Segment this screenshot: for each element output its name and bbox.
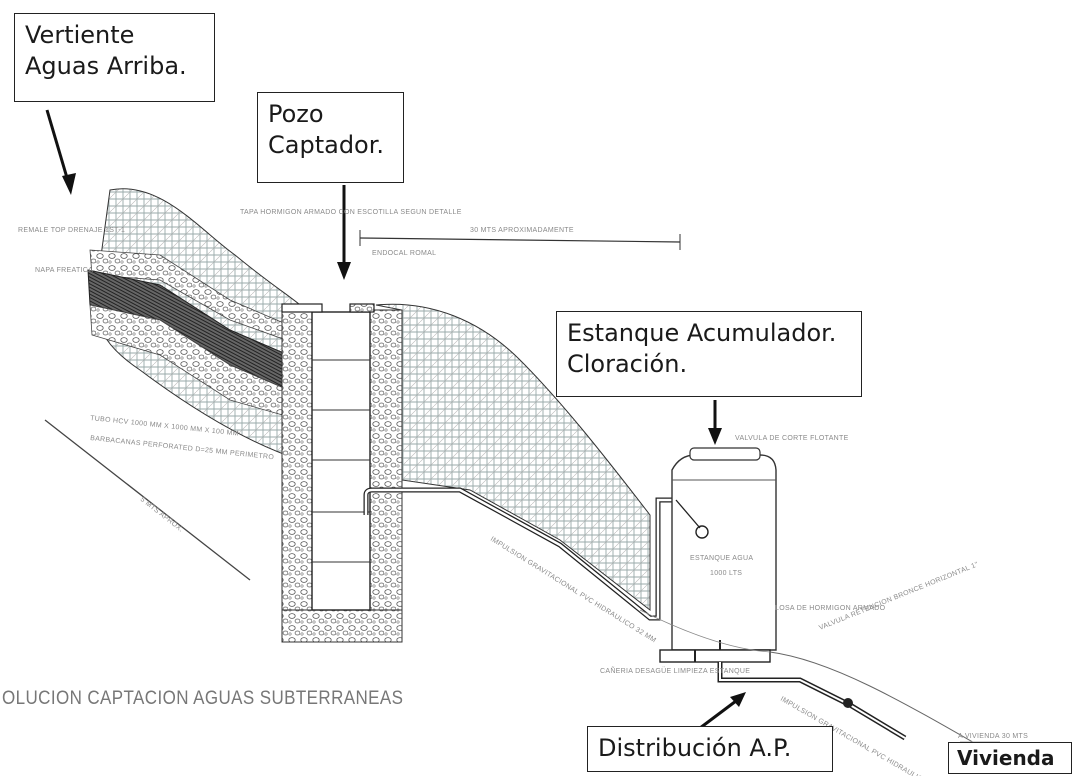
callout-distribucion-text: Distribución A.P. [598,734,792,762]
well-gravel-bottom [281,609,403,643]
callout-vertiente-line1: Vertiente [25,21,135,49]
distance-dimension-line [359,237,681,243]
arrow-pozo [337,185,351,280]
hillside-lower [375,303,651,612]
callout-estanque-line1: Estanque Acumulador. [567,319,837,347]
label-tank-cap: 1000 LTS [710,570,742,577]
tank-slab [659,649,771,663]
callout-pozo-line1: Pozo [268,100,324,128]
label-napa: NAPA FREATICA [35,267,93,274]
callout-vivienda: Vivienda [948,742,1072,774]
float-valve [695,525,709,539]
label-drain-top: REMALE TOP DRENAJE 1ST-1 [18,227,125,234]
label-tank: ESTANQUE AGUA [690,555,753,562]
check-valve [843,698,853,708]
well-shaft [311,311,371,611]
diagram-caption: OLUCION CAPTACION AGUAS SUBTERRANEAS [2,686,404,709]
arrow-estanque [708,400,722,445]
arrow-vertiente [45,109,76,195]
well-gravel-right [369,309,403,641]
callout-vertiente-line2: Aguas Arriba. [25,52,187,80]
callout-estanque-line2: Cloración. [567,350,688,378]
label-cover: TAPA HORMIGON ARMADO CON ESCOTILLA SEGUN… [240,209,462,216]
label-valve-top: VALVULA DE CORTE FLOTANTE [735,435,849,442]
callout-estanque: Estanque Acumulador. Cloración. [556,311,862,397]
label-barbacanas: BARBACANAS PERFORATED D=25 MM PERIMETRO [90,435,275,461]
well-gravel-left [281,309,313,641]
label-endocal: ENDOCAL ROMAL [372,250,436,257]
label-desague: CAÑERIA DESAGÜE LIMPIEZA ESTANQUE [600,666,750,675]
callout-vertiente: Vertiente Aguas Arriba. [14,13,215,102]
label-valve-ret: VALVULA RETENCION BRONCE HORIZONTAL 1" [818,561,980,632]
callout-vivienda-text: Vivienda [957,746,1055,770]
callout-pozo-line2: Captador. [268,131,385,159]
label-distance: 30 MTS APROXIMADAMENTE [470,227,574,234]
callout-pozo: Pozo Captador. [257,92,404,183]
slope-dimension-line [44,419,251,581]
label-five-m: 5 MTS APROX. [139,496,184,534]
label-losa: LOSA DE HORMIGON ARMADO [775,605,886,612]
well-cover [281,303,323,313]
callout-distribucion: Distribución A.P. [587,726,833,772]
label-vivienda-small: A VIVIENDA 30 MTS [958,733,1028,740]
arrow-distribucion [699,692,746,730]
water-tank [671,454,777,651]
